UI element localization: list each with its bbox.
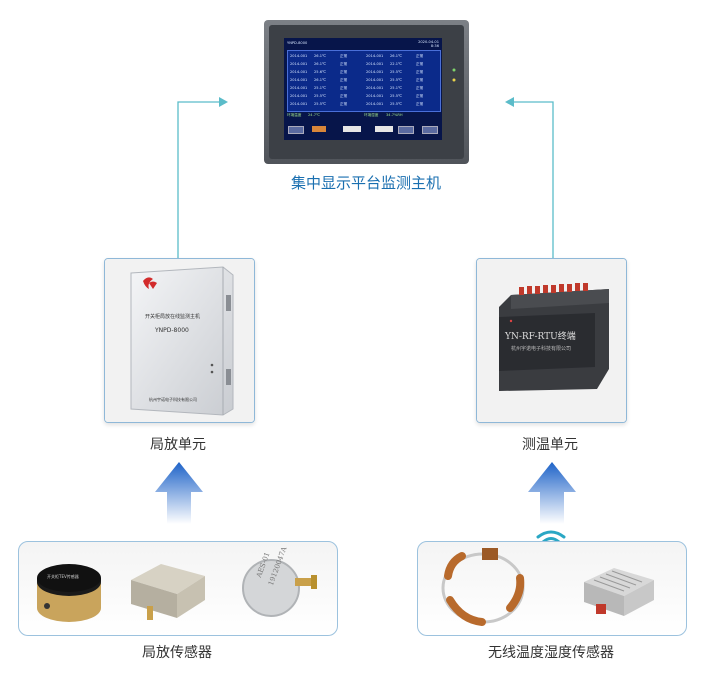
screen-button <box>312 126 326 132</box>
rtu-title: YN-RF-RTU终端 <box>505 332 576 342</box>
temp-unit-label: 测温单元 <box>522 437 578 453</box>
screen-table-cell: 25.5℃ <box>390 102 403 106</box>
cabinet-logo-icon <box>143 277 157 289</box>
screen-table-cell: 2014-001 <box>290 102 308 106</box>
host-monitor: YNPD-8000 2020-04-01 8:36 2014-001 26.1℃ 正… <box>264 20 469 164</box>
wireless-sensors-label: 无线温度湿度传感器 <box>488 645 614 661</box>
screen-table-cell: 26.1℃ <box>314 78 327 82</box>
screen-table: 2014-001 26.1℃ 正常 2014-001 26.1℃ 正常 2014-001 26… <box>287 50 441 112</box>
arrowhead-left <box>219 97 228 107</box>
screen-table-cell: 2014-001 <box>290 78 308 82</box>
screen-table-cell: 2014-001 <box>290 54 308 58</box>
env-temp-label: 环境温度 <box>287 113 302 117</box>
cabinet-model: YNPD-8000 <box>155 327 189 334</box>
screen-table-cell: 正常 <box>340 54 348 58</box>
env-hum-value: 34.7%RH <box>386 113 403 117</box>
screen-table-cell: 2014-001 <box>366 62 384 66</box>
screen-table-cell: 2014-001 <box>290 94 308 98</box>
screen-table-cell: 25.5℃ <box>314 94 327 98</box>
screen-table-row: 2014-001 25.5℃ 正常 2014-001 25.5℃ 正常 <box>290 94 438 101</box>
wireless-sensors-box <box>417 541 687 636</box>
screen-table-cell: 25.5℃ <box>390 70 403 74</box>
screen-table-row: 2014-001 25.6℃ 正常 2014-001 25.5℃ 正常 <box>290 70 438 77</box>
screen-table-cell: 25.6℃ <box>314 70 327 74</box>
screen-table-cell: 2014-001 <box>290 70 308 74</box>
screen-table-row: 2014-001 26.1℃ 正常 2014-001 22.1℃ 正常 <box>290 62 438 69</box>
screen-table-cell: 2014-001 <box>290 62 308 66</box>
screen-table-row: 2014-001 26.1℃ 正常 2014-001 26.1℃ 正常 <box>290 54 438 61</box>
screen-table-cell: 正常 <box>416 86 424 90</box>
screen-table-row: 2014-001 25.5℃ 正常 2014-001 25.5℃ 正常 <box>290 102 438 109</box>
pd-sensors-label: 局放传感器 <box>142 645 212 661</box>
box-sensor-icon <box>131 564 205 620</box>
screen-button <box>422 126 438 134</box>
tev-disc-sensor-icon <box>37 564 101 622</box>
screen-table-cell: 2014-001 <box>366 102 384 106</box>
screen-table-cell: 25.5℃ <box>314 102 327 106</box>
screen-date: 2020-04-01 <box>418 40 439 44</box>
screen-time: 8:36 <box>430 44 439 48</box>
screen-table-cell: 25.1℃ <box>314 86 327 90</box>
upload-arrow-left-icon <box>155 462 203 524</box>
screen-table-cell: 2014-001 <box>366 78 384 82</box>
env-temp-value: 24.7℃ <box>308 113 321 117</box>
screen-table-cell: 正常 <box>340 70 348 74</box>
screen-table-cell: 正常 <box>340 94 348 98</box>
upload-arrow-right-icon <box>528 462 576 524</box>
screen-table-cell: 正常 <box>416 94 424 98</box>
tev-sensor-text: 开关柜TEV传感器 <box>47 574 79 579</box>
env-hum-label: 环境湿度 <box>364 113 379 117</box>
pd-sensors-box: 开关柜TEV传感器 AES-01 19120047A <box>18 541 338 636</box>
connector-left <box>177 101 222 258</box>
screen-table-cell: 25.1℃ <box>390 86 403 90</box>
screen-table-cell: 正常 <box>416 62 424 66</box>
screen-model: YNPD-8000 <box>287 41 308 45</box>
screen-table-cell: 25.5℃ <box>390 78 403 82</box>
cabinet-title: 开关柜局放在线监测主机 <box>145 314 201 320</box>
screen-table-cell: 正常 <box>416 70 424 74</box>
screen-table-row: 2014-001 25.1℃ 正常 2014-001 25.1℃ 正常 <box>290 86 438 93</box>
screen-table-cell: 正常 <box>416 78 424 82</box>
screen-table-cell: 2014-001 <box>366 86 384 90</box>
screen-button <box>343 126 361 132</box>
screen-table-cell: 26.1℃ <box>390 54 403 58</box>
arrowhead-right <box>505 97 514 107</box>
screen-table-cell: 26.1℃ <box>314 54 327 58</box>
screen-table-cell: 22.1℃ <box>390 62 403 66</box>
pd-unit-box: 开关柜局放在线监测主机 YNPD-8000 杭州宇诺电子科技有限公司 <box>104 258 255 423</box>
screen-table-cell: 2014-001 <box>366 70 384 74</box>
screen-table-cell: 25.5℃ <box>390 94 403 98</box>
monitor-screen: YNPD-8000 2020-04-01 8:36 2014-001 26.1℃ 正… <box>284 38 442 140</box>
terminal-block <box>519 283 588 295</box>
connector-right <box>512 101 554 258</box>
screen-button <box>375 126 393 132</box>
screen-buttons <box>288 126 438 134</box>
screen-table-cell: 2014-001 <box>290 86 308 90</box>
screen-table-cell: 2014-001 <box>366 54 384 58</box>
screen-button <box>288 126 304 134</box>
rtu-company: 杭州宇诺电子科技有限公司 <box>511 346 572 352</box>
screen-table-cell: 正常 <box>416 102 424 106</box>
humidity-sensor-icon <box>584 568 654 616</box>
screen-table-cell: 正常 <box>340 62 348 66</box>
screen-table-row: 2014-001 26.1℃ 正常 2014-001 25.5℃ 正常 <box>290 78 438 85</box>
screen-table-cell: 正常 <box>340 78 348 82</box>
screen-table-cell: 正常 <box>340 86 348 90</box>
pd-unit-label: 局放单元 <box>150 437 206 453</box>
host-label: 集中显示平台监测主机 <box>290 174 441 192</box>
screen-table-cell: 2014-001 <box>366 94 384 98</box>
cabinet-company: 杭州宇诺电子科技有限公司 <box>149 397 197 402</box>
ring-temp-sensor-icon <box>441 548 525 626</box>
coin-sensor-icon <box>242 559 317 617</box>
screen-button <box>398 126 414 134</box>
screen-table-cell: 正常 <box>416 54 424 58</box>
temp-unit-box: YN-RF-RTU终端 杭州宇诺电子科技有限公司 <box>476 258 627 423</box>
screen-table-cell: 正常 <box>340 102 348 106</box>
screen-table-cell: 26.1℃ <box>314 62 327 66</box>
